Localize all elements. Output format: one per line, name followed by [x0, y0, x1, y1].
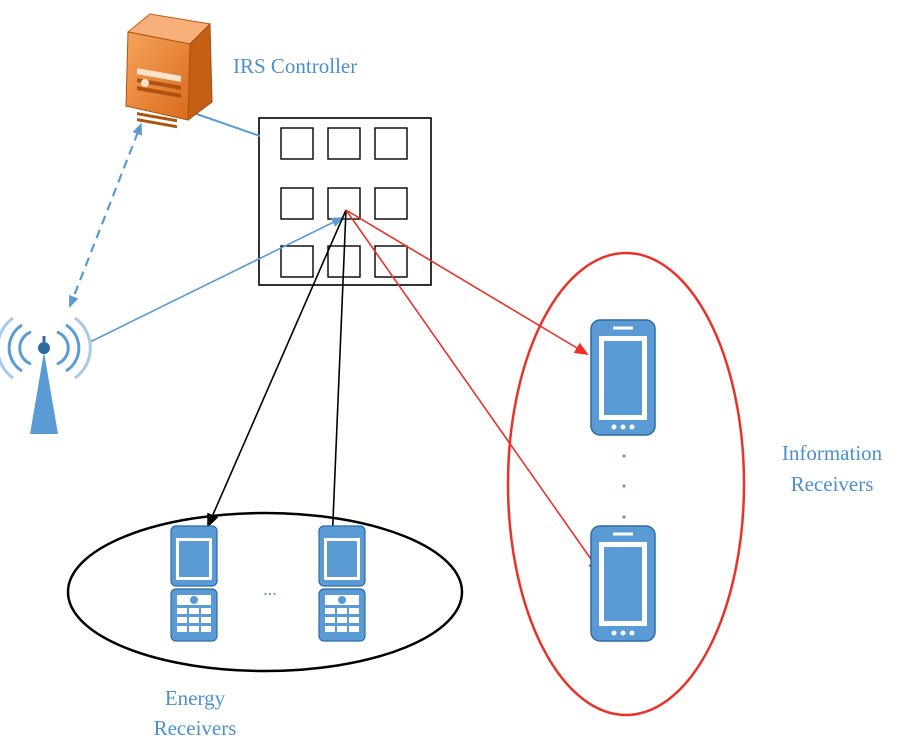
- energy-receivers-group: [66, 511, 464, 673]
- controller-irs-link: [184, 109, 261, 137]
- irs-element: [374, 127, 408, 160]
- irs-element: [374, 245, 408, 278]
- energy-link-2: [325, 209, 347, 570]
- irs-element: [327, 127, 361, 160]
- energy-receivers-label-line1: Energy: [165, 686, 226, 710]
- irs-element: [280, 245, 314, 278]
- irs-element: [280, 127, 314, 160]
- vertical-ellipsis: [622, 454, 626, 519]
- control-link-dashed: [68, 122, 142, 308]
- feature-phone-icon: [318, 525, 366, 642]
- info-link-1: [345, 209, 589, 356]
- horizontal-ellipsis: ...: [263, 579, 277, 599]
- smartphone-icon: [590, 319, 656, 436]
- antenna-tower-icon: [0, 316, 92, 434]
- information-receivers-label-line2: Receivers: [791, 472, 874, 496]
- server-tower-icon: [125, 13, 213, 129]
- energy-receivers-label-line2: Receivers: [154, 716, 237, 740]
- irs-controller-label: IRS Controller: [233, 54, 357, 78]
- information-receivers-label-line1: Information: [782, 441, 883, 465]
- bs-to-irs-link: [89, 217, 344, 343]
- info-link-2: [345, 209, 602, 574]
- energy-link-1: [207, 209, 347, 528]
- irs-panel: [258, 117, 432, 286]
- irs-element: [280, 187, 314, 220]
- information-receivers-group: [506, 251, 746, 717]
- irs-element: [374, 187, 408, 220]
- feature-phone-icon: [170, 525, 218, 642]
- smartphone-icon: [590, 525, 656, 642]
